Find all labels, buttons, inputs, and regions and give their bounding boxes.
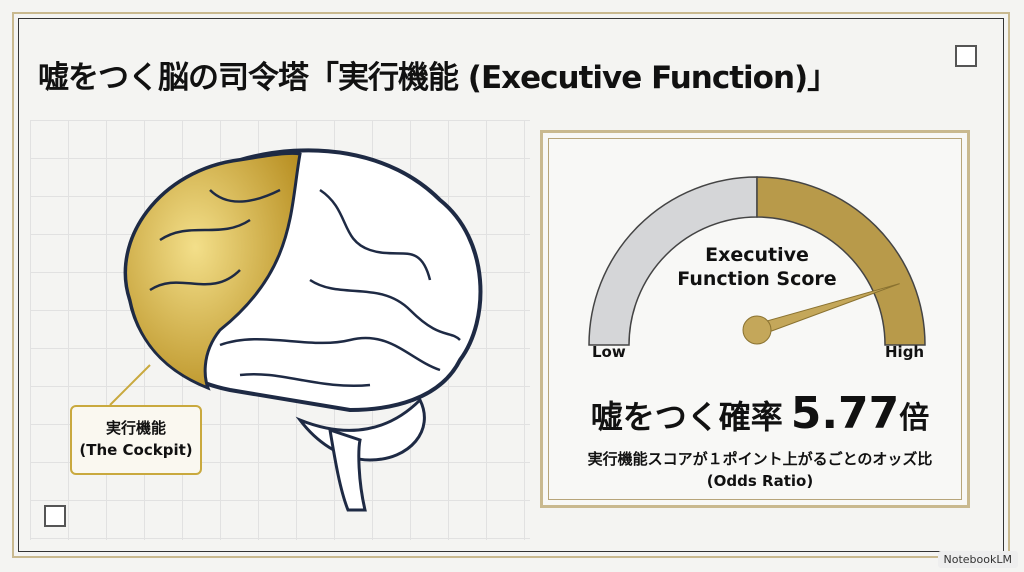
outer-frame (12, 12, 1010, 558)
odds-description: 実行機能スコアが１ポイント上がるごとのオッズ比 (587, 450, 933, 468)
brain-stem (328, 427, 367, 512)
callout-sub: (The Cockpit) (79, 441, 193, 459)
gauge-title: Executive Function Score (657, 243, 857, 291)
gauge-title-line1: Executive (705, 244, 809, 266)
gauge-needle (754, 283, 900, 337)
gauge-low-label: Low (592, 343, 626, 361)
callout-label: 実行機能 (105, 419, 166, 437)
inner-frame (18, 18, 1004, 552)
gauge-track-high (756, 176, 926, 346)
gauge-hub (742, 315, 772, 345)
score-gauge (588, 176, 926, 346)
probability-label: 嘘をつく確率 (590, 398, 783, 436)
odds-description-en: (Odds Ratio) (706, 472, 814, 490)
executive-function-callout: 実行機能 (The Cockpit) (70, 405, 202, 475)
circuit-chip-icon (955, 45, 977, 67)
notebooklm-watermark: NotebookLM (937, 551, 1018, 568)
probability-value: 5.77 (790, 388, 900, 439)
score-panel-border (548, 138, 962, 500)
page-title: 嘘をつく脳の司令塔「実行機能 (Executive Function)」 (38, 60, 838, 96)
frontal-lobe-highlight (124, 151, 302, 391)
probability-unit: 倍 (899, 401, 930, 436)
gauge-title-line2: Function Score (677, 268, 837, 290)
gauge-high-label: High (885, 343, 925, 361)
brain-illustration (109, 148, 483, 512)
